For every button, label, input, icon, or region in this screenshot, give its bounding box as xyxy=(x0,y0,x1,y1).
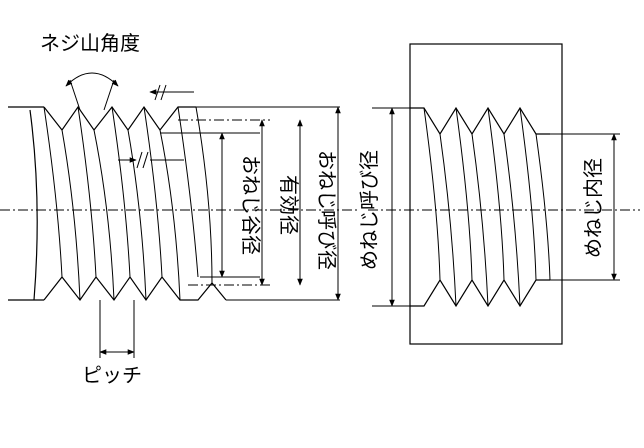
female-thread xyxy=(368,43,640,345)
thread-angle-label: ネジ山角度 xyxy=(40,31,140,55)
female-nominal-diameter-label: めねじ呼び径 xyxy=(357,150,381,270)
female-minor-diameter-label: めねじ内径 xyxy=(581,158,605,258)
pitch-label: ピッチ xyxy=(82,363,142,387)
female-top-profile xyxy=(410,106,550,136)
shank-end xyxy=(29,109,38,301)
male-helix-lines xyxy=(43,106,213,301)
male-thread xyxy=(0,72,360,358)
nut-block xyxy=(409,43,563,345)
male-nominal-diameter-label: おねじ呼び径 xyxy=(315,150,339,270)
male-top-profile xyxy=(43,105,196,132)
pitch-diameter-label: 有効径 xyxy=(277,175,301,235)
female-bottom-profile xyxy=(410,278,550,308)
male-root-diameter-label: おねじ谷径 xyxy=(239,155,263,255)
thread-angle-arc xyxy=(65,72,119,87)
male-bottom-profile xyxy=(43,275,227,302)
female-helix-lines xyxy=(423,107,551,307)
